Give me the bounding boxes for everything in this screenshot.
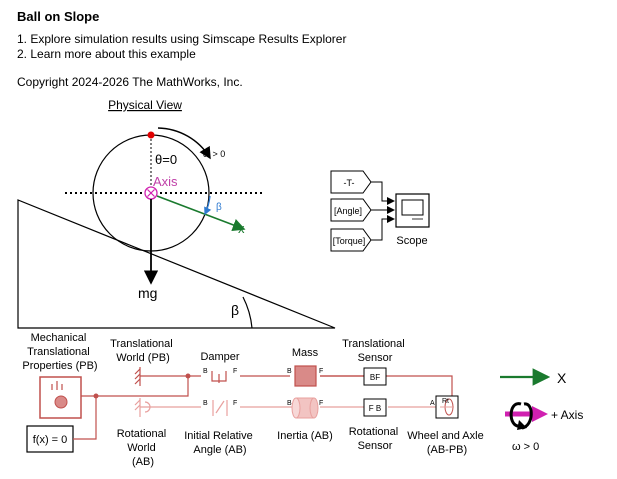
svg-text:F B: F B	[369, 404, 381, 413]
damper-block[interactable]: B F	[203, 368, 237, 383]
simscape-model: Mechanical Translational Properties (PB)…	[22, 332, 487, 468]
scope-subsystem: -T- [Angle] [Torque] Scope	[330, 170, 430, 252]
legend-axis-label: + Axis	[551, 408, 583, 422]
wheel-axle-block[interactable]: A Rt	[430, 395, 459, 419]
trans-sensor-label: Translational Sensor	[342, 338, 408, 364]
svg-text:B: B	[203, 400, 208, 407]
wheel-axle-label: Wheel and Axle (AB-PB)	[407, 430, 487, 456]
rot-world-block[interactable]	[134, 398, 151, 417]
slope-angle-arc	[242, 296, 253, 329]
solver-block[interactable]: f(x) = 0	[26, 425, 74, 453]
legend: X + Axis ω > 0	[500, 368, 583, 453]
theta-label: θ=0	[155, 152, 177, 167]
learn-more-link[interactable]: 2. Learn more about this example	[17, 47, 196, 61]
goto-t-block[interactable]: -T-	[330, 170, 372, 194]
beta-arc	[204, 195, 212, 216]
x-direction-label: x	[238, 221, 245, 236]
top-marker-dot	[147, 131, 155, 139]
copyright-text: Copyright 2024-2026 The MathWorks, Inc.	[17, 75, 243, 89]
legend-x-label: X	[557, 370, 567, 386]
legend-rotation-icon	[517, 420, 527, 430]
svg-text:F: F	[319, 400, 323, 407]
mech-props-label: Mechanical Translational Properties (PB)	[22, 332, 97, 372]
inertia-block[interactable]: B F	[287, 397, 323, 419]
initial-angle-label: Initial Relative Angle (AB)	[184, 430, 256, 456]
page-title: Ball on Slope	[17, 9, 100, 24]
mech-props-block[interactable]	[39, 376, 82, 419]
scope-label: Scope	[396, 235, 427, 247]
svg-text:Rt: Rt	[442, 398, 449, 405]
from-torque-block[interactable]: [Torque]	[330, 228, 372, 252]
beta-small-label: β	[216, 202, 222, 213]
svg-text:BF: BF	[370, 373, 380, 382]
physical-view: Physical View β θ=0 ω > 0 Axis x β mg	[17, 98, 336, 329]
explore-results-link[interactable]: 1. Explore simulation results using Sims…	[17, 32, 347, 46]
svg-text:B: B	[287, 368, 292, 375]
trans-world-block[interactable]	[134, 367, 141, 386]
svg-text:B: B	[203, 368, 208, 375]
slope-triangle	[17, 199, 336, 329]
svg-text:F: F	[319, 368, 323, 375]
rot-world-label: Rotational World (AB)	[117, 428, 170, 468]
mass-block[interactable]: B F	[287, 365, 323, 387]
svg-text:B: B	[287, 400, 292, 407]
slope-angle-label: β	[231, 302, 239, 318]
scope-block[interactable]	[395, 193, 430, 228]
rotation-arrow	[157, 127, 211, 160]
axis-label: Axis	[153, 174, 178, 189]
from-angle-block[interactable]: [Angle]	[330, 198, 372, 222]
gravity-label: mg	[138, 285, 157, 301]
svg-text:F: F	[233, 400, 237, 407]
initial-angle-block[interactable]: B F	[203, 400, 237, 416]
legend-axis-arrow	[532, 406, 548, 422]
x-direction-arrow	[156, 195, 246, 232]
damper-label: Damper	[200, 351, 239, 363]
trans-world-label: Translational World (PB)	[110, 338, 176, 364]
rot-sensor-block[interactable]: F B	[363, 398, 387, 417]
solver-label: f(x) = 0	[33, 434, 68, 446]
svg-text:F: F	[233, 368, 237, 375]
inertia-label: Inertia (AB)	[277, 430, 333, 442]
trans-sensor-block[interactable]: BF	[363, 367, 387, 386]
svg-text:A: A	[430, 400, 435, 407]
physical-view-heading: Physical View	[108, 98, 182, 112]
mass-label: Mass	[292, 347, 319, 359]
omega-label: ω > 0	[203, 149, 225, 159]
rot-sensor-label: Rotational Sensor	[349, 426, 402, 452]
goto-t-label: -T-	[344, 178, 355, 188]
from-torque-label: [Torque]	[333, 236, 366, 246]
from-angle-label: [Angle]	[334, 206, 362, 216]
legend-omega-label: ω > 0	[512, 441, 539, 453]
